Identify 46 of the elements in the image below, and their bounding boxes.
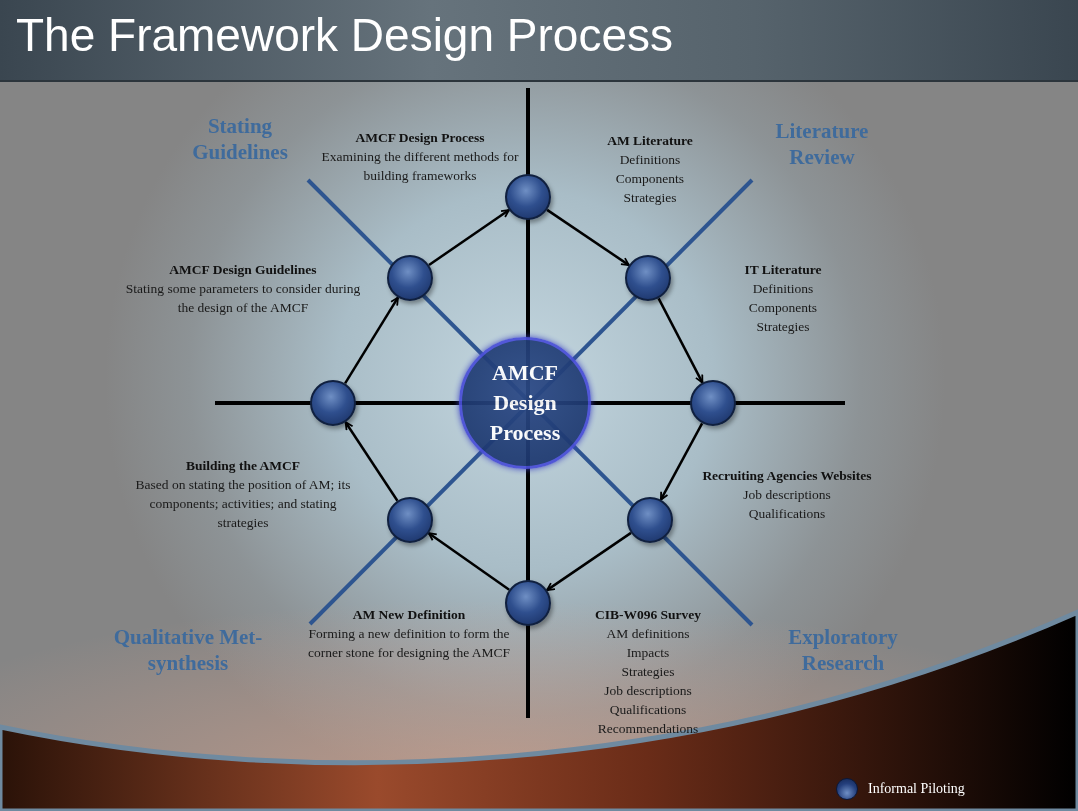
arrow bbox=[344, 421, 399, 502]
arrow bbox=[657, 297, 704, 384]
item-heading: AMCF Design Process bbox=[355, 129, 485, 147]
item-description: Forming a new definition to form the corner stone for designing the AMCF bbox=[306, 625, 512, 662]
item-heading: IT Literature bbox=[744, 261, 822, 279]
item-heading: AMCF Design Guidelines bbox=[169, 261, 317, 279]
section-title: Literature Review bbox=[774, 118, 870, 170]
item-description: Components bbox=[748, 299, 818, 317]
item-description: Definitions bbox=[752, 280, 814, 298]
item-heading: AM New Definition bbox=[352, 606, 466, 624]
item-description: Definitions bbox=[619, 151, 681, 169]
item-heading: AM Literature bbox=[607, 132, 693, 150]
step-circle bbox=[625, 255, 671, 301]
item-description: Stating some parameters to consider during the design of the AMCF bbox=[124, 280, 362, 317]
item-description: Components bbox=[615, 170, 685, 188]
slide-title: The Framework Design Process bbox=[16, 8, 673, 62]
arrow bbox=[428, 208, 510, 267]
item-description: Impacts bbox=[626, 644, 670, 662]
item-description: AM definitions bbox=[606, 625, 690, 643]
center-label: AMCF Design Process bbox=[488, 359, 562, 447]
arrow bbox=[546, 208, 630, 267]
arrow bbox=[659, 422, 704, 501]
center-circle bbox=[459, 337, 591, 469]
step-circle bbox=[310, 380, 356, 426]
step-circle bbox=[690, 380, 736, 426]
item-description: Job descriptions bbox=[743, 486, 831, 504]
section-title: Exploratory Research bbox=[787, 624, 899, 676]
step-circle bbox=[505, 174, 551, 220]
item-heading: Building the AMCF bbox=[186, 457, 300, 475]
item-heading: CIB-W096 Survey bbox=[594, 606, 702, 624]
item-description: Recommendations bbox=[597, 720, 699, 738]
section-title: Qualitative Met- synthesis bbox=[112, 624, 264, 676]
step-circle bbox=[387, 255, 433, 301]
arrow bbox=[427, 532, 510, 591]
legend-label: Informal Piloting bbox=[868, 781, 965, 797]
item-description: Strategies bbox=[756, 318, 810, 336]
section-title: Stating Guidelines bbox=[191, 113, 289, 165]
item-description: Examining the different methods for building frameworks bbox=[320, 148, 520, 185]
item-description: Qualifications bbox=[748, 505, 826, 523]
item-description: Job descriptions bbox=[604, 682, 692, 700]
arrow bbox=[344, 296, 399, 385]
item-description: Strategies bbox=[621, 663, 675, 681]
item-description: Based on stating the position of AM; its components; activities; and stating strategies bbox=[134, 476, 352, 532]
item-heading: Recruiting Agencies Websites bbox=[702, 467, 872, 485]
item-description: Qualifications bbox=[609, 701, 687, 719]
item-description: Strategies bbox=[623, 189, 677, 207]
